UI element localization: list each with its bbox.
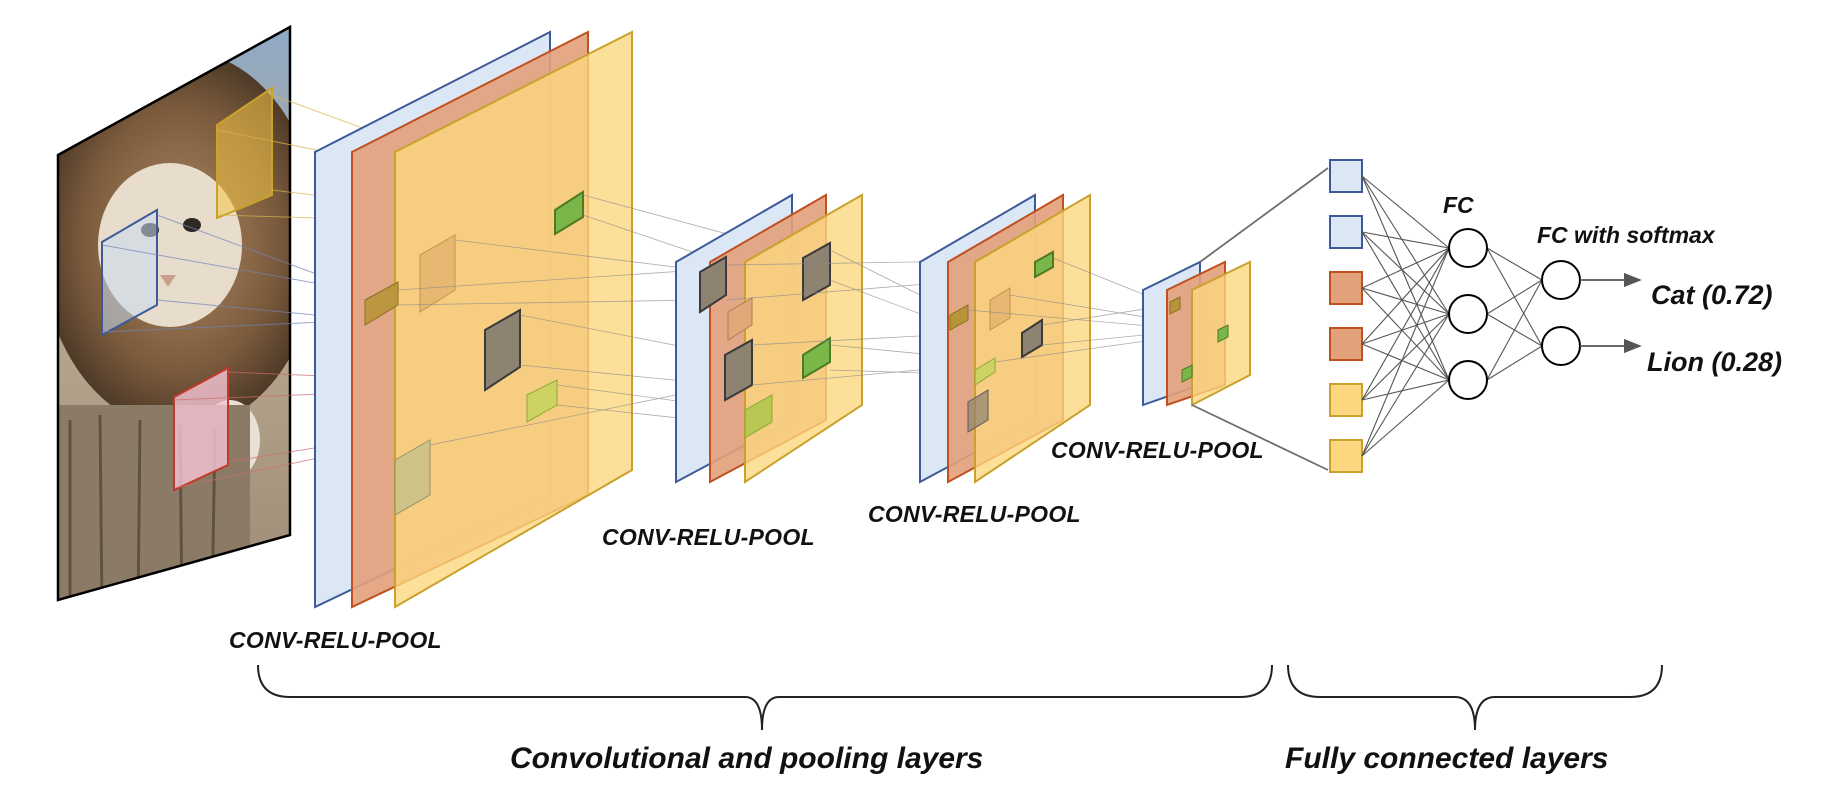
- output-label-lion: Lion (0.28): [1647, 347, 1783, 377]
- stage3-feature-maps: [919, 193, 1091, 484]
- fc-to-softmax-connections: [1486, 247, 1543, 381]
- output-label-cat: Cat (0.72): [1651, 280, 1773, 310]
- flatten-funnel: [1191, 167, 1329, 471]
- fc-nodes: [1448, 228, 1488, 400]
- conv-stage-4-label: CONV-RELU-POOL: [1051, 437, 1264, 463]
- conv-stage-2-label: CONV-RELU-POOL: [602, 524, 815, 550]
- softmax-node: [1541, 326, 1581, 366]
- output-arrows: [1580, 272, 1642, 354]
- brace-conv: [257, 664, 1273, 731]
- brace-fc: [1287, 664, 1663, 731]
- softmax-node: [1541, 260, 1581, 300]
- conv-stage-1-label: CONV-RELU-POOL: [229, 627, 442, 653]
- stage1-feature-maps: [314, 30, 633, 609]
- input-image: [56, 24, 292, 602]
- stage4-feature-maps: [1142, 260, 1251, 407]
- fc-softmax-label: FC with softmax: [1537, 222, 1715, 248]
- fc-node: [1448, 294, 1488, 334]
- stage2-feature-maps: [675, 193, 863, 484]
- fc-node: [1448, 228, 1488, 268]
- fc-node: [1448, 360, 1488, 400]
- conv-stage-3-label: CONV-RELU-POOL: [868, 501, 1081, 527]
- fc-label: FC: [1443, 192, 1474, 218]
- group-label-conv: Convolutional and pooling layers: [510, 742, 984, 775]
- vector-to-fc-connections: [1361, 175, 1450, 457]
- group-label-fc: Fully connected layers: [1285, 742, 1609, 775]
- flattened-vector: [1329, 159, 1363, 473]
- stage2-map-yellow: [744, 193, 863, 484]
- softmax-nodes: [1541, 260, 1581, 366]
